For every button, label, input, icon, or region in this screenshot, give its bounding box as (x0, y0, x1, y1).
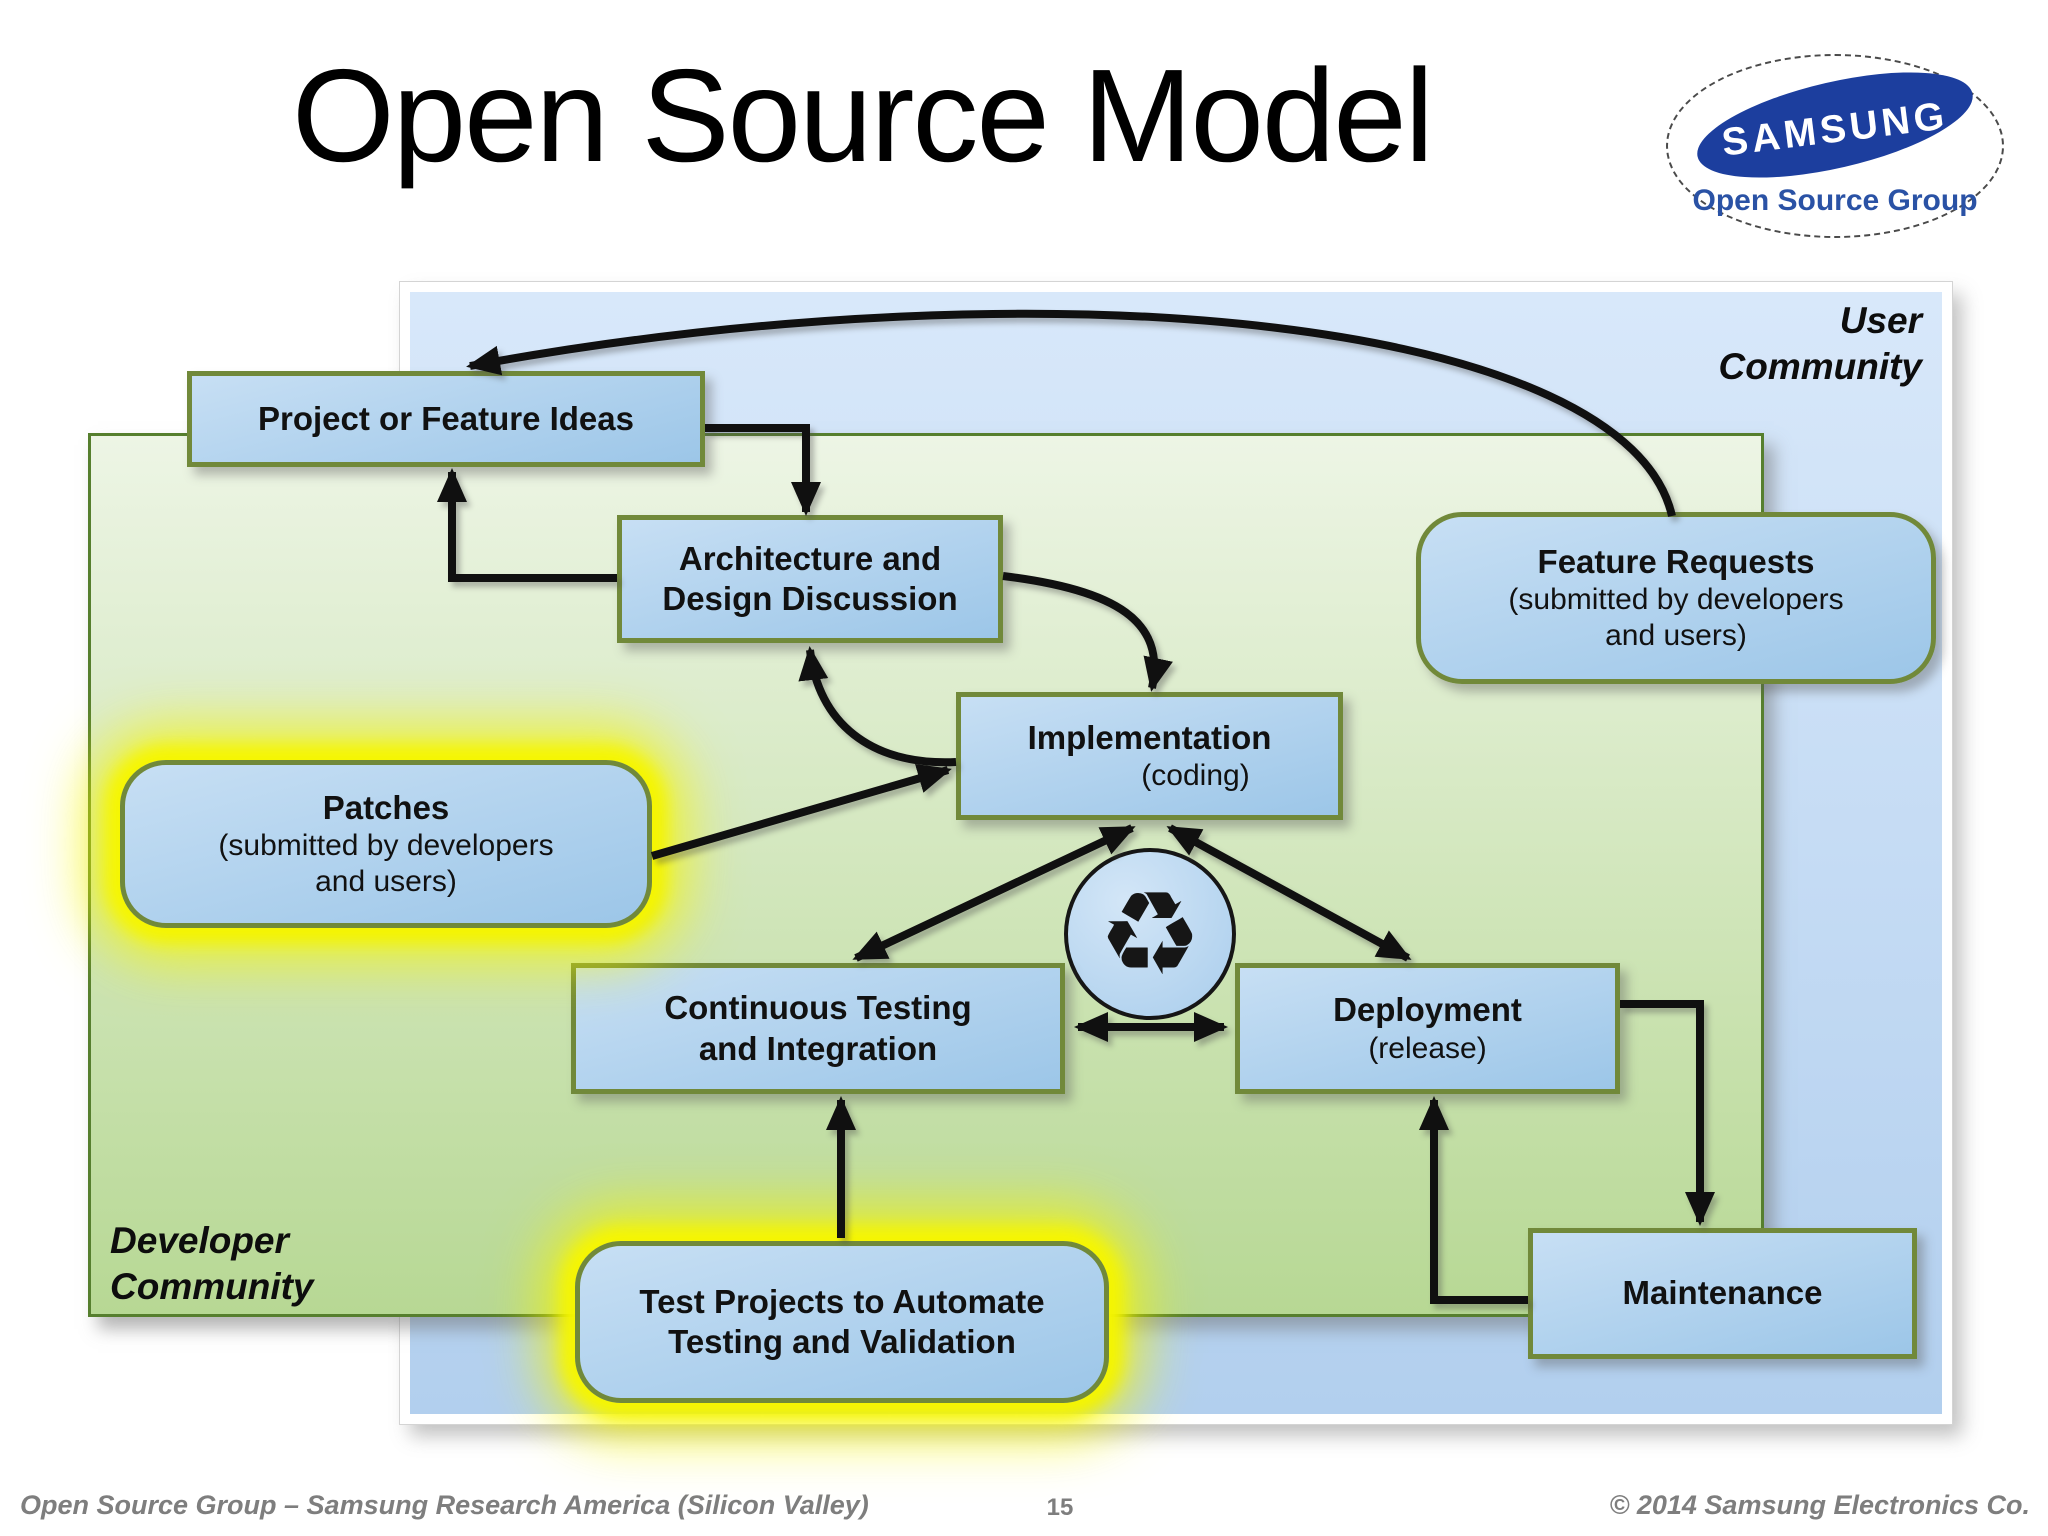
logo-subtitle: Open Source Group (1692, 184, 1978, 217)
node-subtitle: (submitted by developers and users) (1508, 583, 1844, 653)
footer-left-text: Open Source Group – Samsung Research Ame… (20, 1490, 869, 1520)
node-patches: Patches (submitted by developers and use… (120, 760, 652, 928)
node-project-or-feature-ideas: Project or Feature Ideas (187, 371, 705, 467)
page-number: 15 (1046, 1494, 1074, 1521)
node-title: Project or Feature Ideas (258, 399, 634, 437)
node-implementation: Implementation (coding) (956, 692, 1343, 820)
node-maintenance: Maintenance (1528, 1228, 1917, 1359)
node-feature-requests: Feature Requests (submitted by developer… (1416, 512, 1936, 684)
node-title: Maintenance (1622, 1274, 1823, 1312)
node-title: Architecture and Design Discussion (662, 539, 958, 617)
node-title: Test Projects to Automate Testing and Va… (639, 1282, 1045, 1360)
node-test-projects-automate: Test Projects to Automate Testing and Va… (575, 1241, 1109, 1403)
page-title: Open Source Model (292, 42, 1434, 189)
node-deployment: Deployment (release) (1235, 963, 1620, 1094)
node-title: Implementation (1027, 718, 1272, 756)
developer-community-label: Developer Community (110, 1220, 314, 1308)
node-title: Patches (322, 788, 450, 826)
node-subtitle: (coding) (1141, 759, 1250, 793)
node-architecture-design-discussion: Architecture and Design Discussion (617, 515, 1003, 643)
recycle-icon: ♻ (1064, 848, 1236, 1020)
node-subtitle: (submitted by developers and users) (218, 829, 554, 899)
footer-copyright: © 2014 Samsung Electronics Co. (1609, 1490, 2030, 1520)
recycle-glyph: ♻ (1098, 869, 1202, 999)
node-title: Feature Requests (1537, 542, 1815, 580)
node-subtitle: (release) (1368, 1031, 1487, 1065)
samsung-open-source-group-logo: SAMSUNG Open Source Group (1666, 51, 2004, 238)
node-title: Deployment (1333, 991, 1522, 1029)
node-continuous-testing-integration: Continuous Testing and Integration (571, 963, 1065, 1094)
user-community-label: User Community (1718, 300, 1923, 388)
node-title: Continuous Testing and Integration (664, 989, 972, 1067)
